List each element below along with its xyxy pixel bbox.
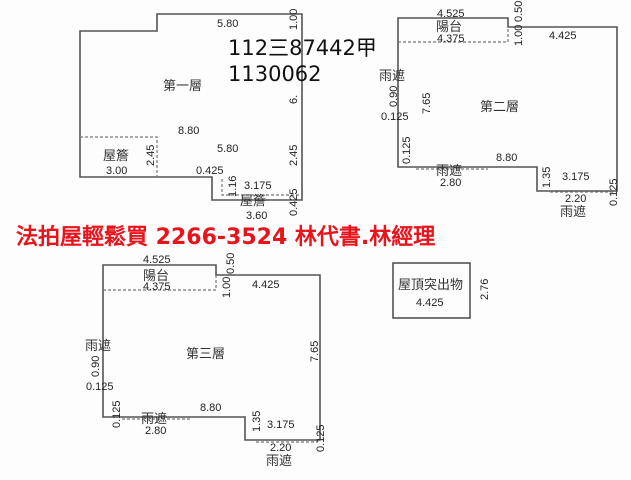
- dim: 0.425: [196, 165, 224, 177]
- floor-3-outline: [102, 264, 321, 441]
- dim: 2.20: [565, 193, 586, 205]
- dim: 8.80: [496, 152, 517, 164]
- canopy-label: 雨遮: [436, 163, 462, 179]
- floor-2-label: 第二層: [480, 100, 519, 115]
- dim: 4.375: [143, 281, 171, 293]
- dim: 0.125: [608, 178, 620, 206]
- floor-2-balcony: [398, 27, 509, 43]
- dim: 1.00: [288, 9, 300, 30]
- dim: 0.125: [86, 381, 114, 393]
- eave-label: 屋簷: [240, 194, 266, 209]
- balcony-label: 陽台: [436, 20, 462, 35]
- eave-label: 屋簷: [103, 149, 129, 164]
- dim: 1.00: [513, 25, 525, 46]
- dim: 0.125: [315, 424, 327, 452]
- dim: 4.425: [252, 279, 280, 291]
- floor-2-outline: [397, 17, 618, 192]
- dim: 4.375: [437, 33, 465, 45]
- dim: 6.: [288, 95, 300, 104]
- dim: 4.425: [416, 297, 444, 309]
- dim: 2.76: [479, 279, 491, 300]
- floor-2-plan: 陽台 第二層 雨遮 雨遮 雨遮 4.525 4.375 1.00 0.50 4.…: [379, 1, 620, 220]
- dim: 1.16: [227, 176, 239, 197]
- dim: 8.80: [178, 125, 199, 137]
- dim: 0.425: [288, 188, 300, 216]
- floor-3-plan: 陽台 第三層 雨遮 雨遮 雨遮 4.525 4.375 1.00 0.50 4.…: [85, 253, 327, 469]
- dim: 8.80: [200, 402, 221, 414]
- floor-3-label: 第三層: [186, 347, 225, 362]
- roof-outline: [392, 262, 471, 319]
- dim: 1.35: [541, 167, 553, 188]
- dim: 3.60: [246, 210, 267, 222]
- floor-1-plan: 第一層 5.80 1.00 6. 8.80 5.80 2.45 2.45 3.0…: [79, 9, 303, 222]
- case-code: 1130062: [228, 62, 322, 86]
- dim: 3.175: [562, 171, 590, 183]
- dim: 0.125: [381, 111, 409, 123]
- contact-banner: 法拍屋輕鬆買 2266-3524 林代書.林經理: [16, 224, 435, 250]
- dim: 4.425: [549, 30, 577, 42]
- roof-structure-plan: 屋頂突出物 4.425 2.76: [392, 262, 491, 319]
- canopy-label: 雨遮: [85, 338, 111, 354]
- dim: 1.00: [221, 277, 233, 298]
- dim: 2.80: [145, 425, 166, 437]
- dim: 3.00: [106, 165, 127, 177]
- dim: 0.90: [388, 86, 400, 107]
- dim: 0.125: [401, 136, 413, 164]
- floor-3-balcony: [103, 275, 217, 291]
- dim: 5.80: [217, 143, 238, 155]
- dim: 7.65: [421, 93, 433, 114]
- balcony-label: 陽台: [143, 269, 169, 284]
- floor-1-eave: [80, 136, 158, 177]
- roof-label: 屋頂突出物: [398, 277, 463, 293]
- dim: 2.80: [440, 177, 461, 189]
- floor-1-label: 第一層: [163, 79, 202, 94]
- dim: 3.175: [267, 419, 295, 431]
- floor-1-eave-2: [221, 179, 300, 196]
- dim: 2.45: [145, 145, 157, 166]
- dim: 0.90: [90, 356, 102, 377]
- canopy-label: 雨遮: [266, 453, 292, 469]
- case-number: 112三87442甲: [228, 36, 377, 60]
- floor-1-outline: [79, 13, 303, 201]
- dim: 1.35: [251, 411, 263, 432]
- dim: 7.65: [309, 341, 321, 362]
- floor-3-canopy-bottom: [122, 418, 318, 443]
- canopy-label: 雨遮: [560, 204, 586, 220]
- canopy-label: 雨遮: [379, 68, 405, 84]
- dim: 0.125: [111, 400, 123, 428]
- dim: 3.175: [244, 180, 272, 192]
- floor-2-canopy-bottom: [416, 168, 615, 193]
- dim: 2.20: [270, 442, 291, 454]
- dim: 0.50: [225, 253, 237, 274]
- canopy-label: 雨遮: [141, 411, 167, 427]
- dim: 5.80: [217, 18, 238, 30]
- dim: 4.525: [143, 254, 171, 266]
- dim: 4.525: [437, 8, 465, 20]
- dim: 0.50: [513, 1, 525, 22]
- dim: 2.45: [288, 145, 300, 166]
